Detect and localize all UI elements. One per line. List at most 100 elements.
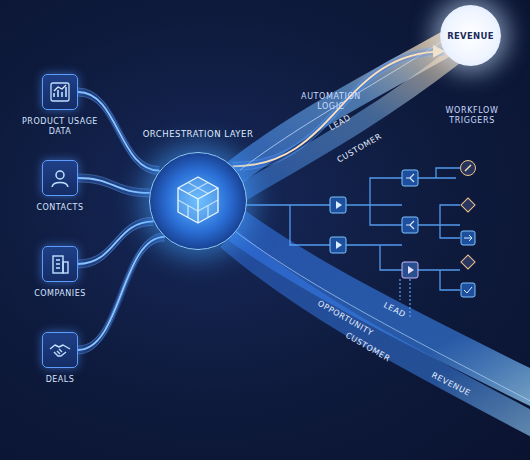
revenue-circle: REVENUE	[440, 5, 501, 66]
icon	[56, 171, 64, 179]
workflow-wires	[246, 168, 460, 318]
workflow-steps	[464, 287, 472, 293]
workflow-steps	[402, 217, 418, 233]
flow-label: LEAD	[328, 113, 353, 133]
flow-label: CUSTOMER	[336, 132, 384, 166]
flow-connector	[78, 221, 153, 264]
node-label: ORCHESTRATION LAYER	[143, 129, 254, 139]
workflow-steps	[464, 235, 472, 241]
node-label: COMPANIES	[18, 289, 102, 299]
upper-band	[236, 58, 452, 196]
workflow-wires	[370, 205, 402, 225]
icon	[48, 338, 72, 362]
workflow-wires	[409, 279, 410, 318]
workflow-wires	[399, 279, 400, 300]
icon	[53, 256, 63, 273]
source-icon	[42, 160, 78, 196]
source-node: COMPANIES	[18, 246, 102, 299]
connector-strand	[78, 233, 165, 346]
source-node: DEALS	[18, 332, 102, 385]
lower-band	[232, 222, 530, 392]
workflow-steps	[461, 231, 475, 245]
workflow-steps	[402, 262, 418, 278]
connector-glow	[78, 221, 153, 264]
workflow-steps	[402, 262, 418, 278]
node-label: REVENUE	[447, 31, 494, 41]
cube-icon	[168, 171, 228, 231]
icon	[48, 166, 72, 190]
connector-glow	[78, 178, 150, 193]
connector-strand	[78, 174, 150, 189]
node-label: DEALS	[18, 375, 102, 385]
connector-strand	[233, 55, 445, 170]
flow-connector	[233, 51, 445, 166]
flow-label: WORKFLOW TRIGGERS	[432, 106, 512, 126]
lower-band	[228, 238, 530, 428]
connector-glow	[233, 51, 445, 166]
workflow-wires	[418, 205, 460, 238]
workflow-steps	[336, 201, 342, 209]
workflow-steps	[402, 170, 418, 186]
source-icon	[42, 332, 78, 368]
connector-glow	[78, 237, 165, 350]
flow-label: OPPORTUNITY	[316, 299, 375, 339]
cube-icon	[178, 177, 218, 223]
flow-connector	[78, 237, 165, 350]
icon	[48, 252, 72, 276]
workflow-wires	[290, 205, 330, 245]
flow-label: AUTOMATION LOGIC	[296, 92, 366, 112]
icon	[51, 83, 69, 101]
workflow-steps	[330, 161, 476, 298]
workflow-steps	[461, 198, 475, 212]
icon	[56, 260, 60, 268]
workflow-wires	[346, 245, 402, 270]
cube-icon	[178, 177, 218, 223]
workflow-steps	[402, 170, 418, 186]
icon	[48, 80, 72, 104]
source-icon	[42, 246, 78, 282]
flow-label: LEAD	[382, 301, 408, 321]
workflow-wires	[418, 270, 460, 290]
icon	[63, 262, 68, 273]
connector-strand	[78, 182, 150, 197]
workflow-wires	[418, 168, 460, 178]
upper-band	[228, 40, 452, 196]
icon	[50, 345, 70, 356]
cube-icon	[178, 183, 218, 218]
workflow-steps	[461, 161, 476, 176]
icon	[54, 85, 66, 91]
connector-strand	[233, 47, 445, 162]
workflow-steps	[336, 241, 342, 249]
workflow-wires	[346, 204, 402, 205]
workflow-steps	[406, 221, 414, 229]
workflow-wires	[370, 178, 402, 205]
lower-band	[236, 232, 530, 406]
icon	[52, 183, 68, 188]
source-node: PRODUCT USAGE DATA	[18, 74, 102, 137]
connector-strand	[78, 241, 165, 354]
workflow-steps	[461, 255, 475, 269]
workflow-wires	[246, 204, 330, 205]
upper-band	[228, 44, 446, 178]
lower-band	[228, 222, 530, 428]
workflow-steps	[330, 237, 346, 253]
flow-connector	[78, 178, 150, 193]
connector-strand	[78, 88, 160, 167]
workflow-steps	[330, 197, 346, 213]
source-node: CONTACTS	[18, 160, 102, 213]
orchestration-orb: ORCHESTRATION LAYER	[149, 152, 247, 250]
node-label: PRODUCT USAGE DATA	[18, 117, 102, 137]
workflow-steps	[330, 197, 346, 213]
source-icon	[42, 74, 78, 110]
workflow-steps	[408, 266, 414, 274]
workflow-steps	[402, 217, 418, 233]
node-label: CONTACTS	[18, 203, 102, 213]
workflow-steps	[461, 283, 475, 297]
flow-label: REVENUE	[430, 371, 472, 399]
workflow-steps	[465, 165, 471, 171]
workflow-steps	[406, 174, 414, 182]
